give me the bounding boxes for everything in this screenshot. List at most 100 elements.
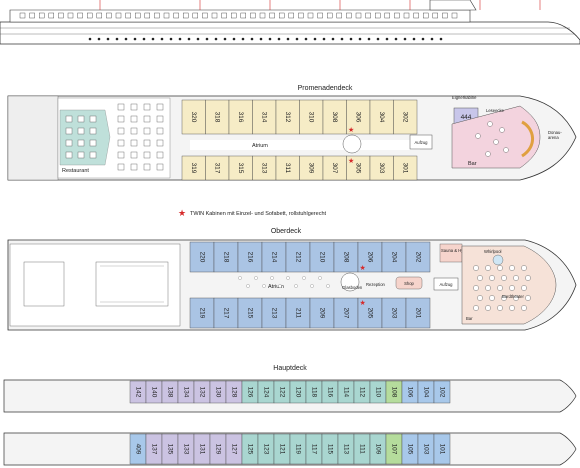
cabin-210[interactable]: 210 — [309, 241, 335, 273]
cabin-308[interactable]: 308 — [322, 99, 347, 135]
cabin-102[interactable]: 102 — [433, 380, 451, 404]
cabin-309[interactable]: 309 — [299, 155, 324, 181]
cabin-115[interactable]: 115 — [321, 433, 339, 465]
cabin-313[interactable]: 313 — [252, 155, 277, 181]
profile-window — [173, 12, 179, 19]
cabin-219[interactable]: 219 — [189, 297, 215, 329]
cabin-409[interactable]: 409 — [129, 433, 147, 465]
cabin-218[interactable]: 218 — [213, 241, 239, 273]
cabin-319[interactable]: 319 — [181, 155, 206, 181]
cabin-117[interactable]: 117 — [305, 433, 323, 465]
cabin-140[interactable]: 140 — [145, 380, 163, 404]
cabin-124[interactable]: 124 — [257, 380, 275, 404]
cabin-120[interactable]: 120 — [289, 380, 307, 404]
restaurant-table — [130, 103, 138, 111]
cabin-box — [285, 297, 311, 329]
cabin-211[interactable]: 211 — [285, 297, 311, 329]
profile-windows — [19, 12, 458, 41]
cabin-111[interactable]: 111 — [353, 433, 371, 465]
cabin-213[interactable]: 213 — [261, 297, 287, 329]
cabin-315[interactable]: 315 — [228, 155, 253, 181]
cabin-number: 209 — [318, 308, 325, 319]
cabin-317[interactable]: 317 — [205, 155, 230, 181]
cabin-123[interactable]: 123 — [257, 433, 275, 465]
cabin-108[interactable]: 108 — [385, 380, 403, 404]
promenade-aufzug-label: Aufzug — [414, 140, 428, 145]
cabin-142[interactable]: 142 — [129, 380, 147, 404]
cabin-132[interactable]: 132 — [193, 380, 211, 404]
cabin-307[interactable]: 307 — [322, 155, 347, 181]
cabin-301[interactable]: 301 — [393, 155, 418, 181]
cabin-number: 210 — [318, 252, 325, 263]
cabin-314[interactable]: 314 — [252, 99, 277, 135]
cabin-114[interactable]: 114 — [337, 380, 355, 404]
cabin-318[interactable]: 318 — [205, 99, 230, 135]
restaurant-table — [65, 139, 73, 147]
cabin-316[interactable]: 316 — [228, 99, 253, 135]
cabin-215[interactable]: 215 — [237, 297, 263, 329]
cabin-127[interactable]: 127 — [225, 433, 243, 465]
profile-porthole — [223, 37, 227, 41]
cabin-311[interactable]: 311 — [275, 155, 300, 181]
cabin-305[interactable]: 305★ — [346, 155, 371, 181]
cabin-113[interactable]: 113 — [337, 433, 355, 465]
restaurant-table — [130, 115, 138, 123]
cabin-126[interactable]: 126 — [241, 380, 259, 404]
cabin-119[interactable]: 119 — [289, 433, 307, 465]
cabin-302[interactable]: 302 — [393, 99, 418, 135]
cabin-203[interactable]: 203 — [381, 297, 407, 329]
bordtheater-label: Bordtheater — [502, 294, 524, 299]
cabin-310[interactable]: 310 — [299, 99, 324, 135]
cabin-121[interactable]: 121 — [273, 433, 291, 465]
cabin-103[interactable]: 103 — [417, 433, 435, 465]
cabin-303[interactable]: 303 — [369, 155, 394, 181]
cabin-125[interactable]: 125 — [241, 433, 259, 465]
profile-porthole — [151, 37, 155, 41]
cabin-217[interactable]: 217 — [213, 297, 239, 329]
cabin-209[interactable]: 209 — [309, 297, 335, 329]
theater-table — [509, 285, 515, 291]
restaurant-table — [156, 163, 164, 171]
cabin-216[interactable]: 216 — [237, 241, 263, 273]
cabin-201[interactable]: 201 — [405, 297, 431, 329]
cabin-118[interactable]: 118 — [305, 380, 323, 404]
cabin-214[interactable]: 214 — [261, 241, 287, 273]
cabin-212[interactable]: 212 — [285, 241, 311, 273]
cabin-116[interactable]: 116 — [321, 380, 339, 404]
cabin-207[interactable]: 207 — [333, 297, 359, 329]
cabin-106[interactable]: 106 — [401, 380, 419, 404]
cabin-312[interactable]: 312 — [275, 99, 300, 135]
cabin-133[interactable]: 133 — [177, 433, 195, 465]
cabin-204[interactable]: 204 — [381, 241, 407, 273]
bordtheater-tables — [473, 265, 531, 311]
atrium-seat — [270, 276, 274, 280]
cabin-101[interactable]: 101 — [433, 433, 451, 465]
cabin-304[interactable]: 304 — [369, 99, 394, 135]
cabin-107[interactable]: 107 — [385, 433, 403, 465]
cabin-135[interactable]: 135 — [161, 433, 179, 465]
restaurant-table — [117, 139, 125, 147]
cabin-138[interactable]: 138 — [161, 380, 179, 404]
cabin-220[interactable]: 220 — [189, 241, 215, 273]
cabin-109[interactable]: 109 — [369, 433, 387, 465]
cabin-110[interactable]: 110 — [369, 380, 387, 404]
profile-window — [307, 12, 314, 19]
cabin-131[interactable]: 131 — [193, 433, 211, 465]
cabin-206[interactable]: 206★ — [357, 241, 383, 273]
cabin-306[interactable]: 306★ — [346, 99, 371, 135]
cabin-112[interactable]: 112 — [353, 380, 371, 404]
cabin-104[interactable]: 104 — [417, 380, 435, 404]
cabin-202[interactable]: 202 — [405, 241, 431, 273]
cabin-105[interactable]: 105 — [401, 433, 419, 465]
cabin-129[interactable]: 129 — [209, 433, 227, 465]
cabin-205[interactable]: 205★ — [357, 297, 383, 329]
cabin-128[interactable]: 128 — [225, 380, 243, 404]
cabin-122[interactable]: 122 — [273, 380, 291, 404]
cabin-130[interactable]: 130 — [209, 380, 227, 404]
cabin-137[interactable]: 137 — [145, 433, 163, 465]
shop-area — [395, 276, 423, 290]
cabin-320[interactable]: 320 — [181, 99, 206, 135]
cabin-134[interactable]: 134 — [177, 380, 195, 404]
cabin-208[interactable]: 208 — [333, 241, 359, 273]
